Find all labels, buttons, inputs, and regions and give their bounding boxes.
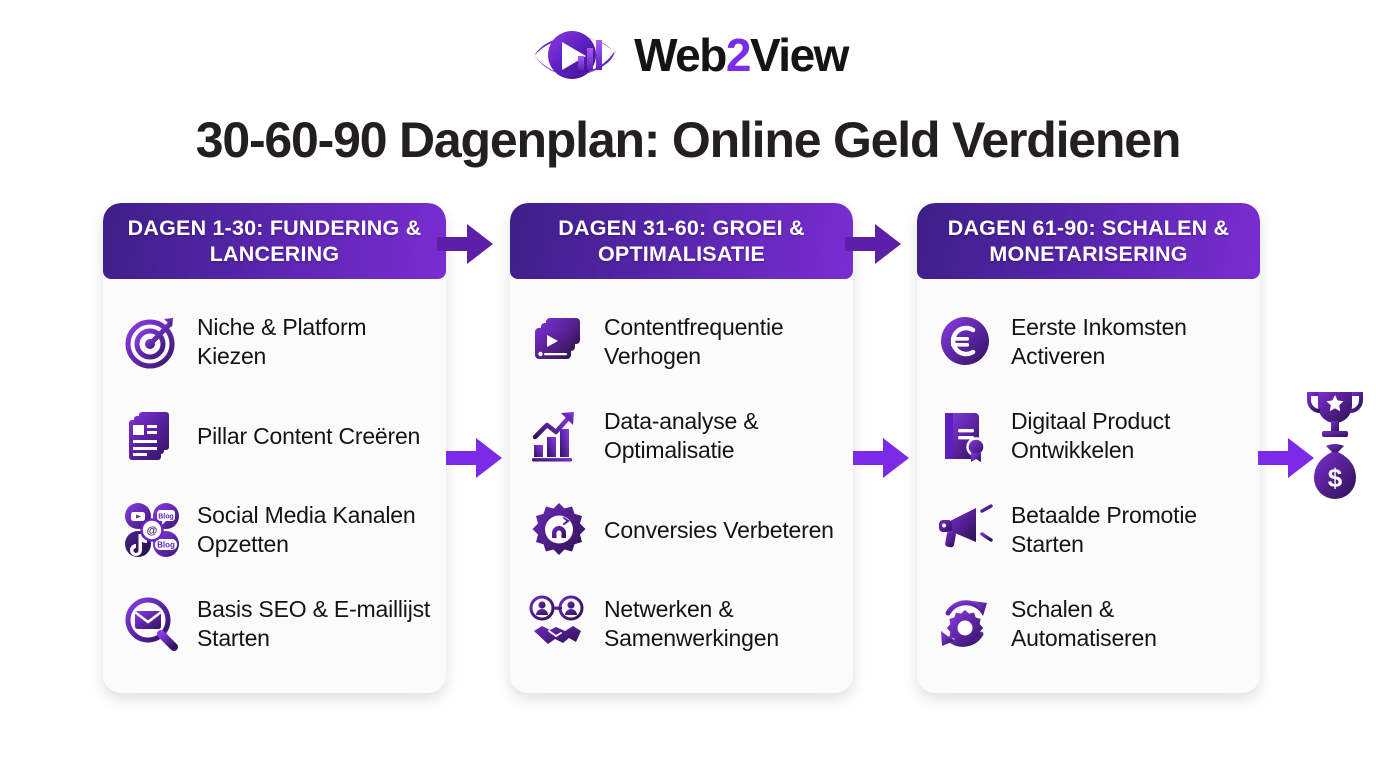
book-badge-icon (935, 405, 997, 467)
arrow-phase1-to-phase2-top-icon (437, 222, 493, 266)
list-item-label: Social Media Kanalen Opzetten (197, 502, 416, 557)
list-item[interactable]: Pillar Content Creëren (121, 389, 432, 483)
brand-wordmark: Web2View (634, 29, 850, 81)
documents-stack-icon (121, 405, 183, 467)
phase-3-items: Eerste Inkomsten Activeren (917, 279, 1260, 671)
list-item[interactable]: Niche & Platform Kiezen (121, 295, 432, 389)
trophy-icon (1307, 392, 1363, 437)
list-item[interactable]: Contentfrequentie Verhogen (528, 295, 839, 389)
list-item[interactable]: Basis SEO & E-maillijst Starten (121, 577, 432, 671)
list-item-label: Basis SEO & E-maillijst Starten (197, 596, 431, 651)
brand-name-part2: View (749, 29, 850, 81)
list-item-label: Niche & Platform Kiezen (197, 314, 367, 369)
list-item-label: Eerste Inkomsten Activeren (1011, 314, 1187, 369)
phase-card-1: DAGEN 1-30: FUNDERING & LANCERING (103, 203, 446, 693)
phase-3-header: DAGEN 61-90: SCHALEN & MONETARISERING (917, 203, 1260, 279)
money-bag-icon: $ (1314, 444, 1356, 499)
eye-play-chart-logo-icon (534, 31, 617, 79)
list-item[interactable]: Betaalde Promotie Starten (935, 483, 1246, 577)
handshake-network-icon (528, 593, 590, 655)
arrow-phase1-to-phase2-mid-icon (446, 436, 502, 480)
envelope-magnifier-icon (121, 593, 183, 655)
svg-text:@: @ (147, 525, 158, 537)
list-item-label: Pillar Content Creëren (197, 422, 421, 449)
phase-card-2: DAGEN 31-60: GROEI & OPTIMALISATIE (510, 203, 853, 693)
list-item-label: Netwerken & Samenwerkingen (604, 596, 779, 651)
svg-text:Blog: Blog (158, 514, 174, 521)
list-item[interactable]: Conversies Verbeteren (528, 483, 839, 577)
list-item-label: Data-analyse & Optimalisatie (604, 408, 759, 463)
gear-scaling-arrows-icon (935, 593, 997, 655)
brand-name-part1: Web (634, 29, 727, 81)
list-item-label: Betaalde Promotie Starten (1011, 502, 1197, 557)
phase-2-items: Contentfrequentie Verhogen (510, 279, 853, 671)
brand-logo: Web2View (0, 26, 1376, 84)
svg-text:Blog: Blog (157, 541, 175, 550)
phases-board: DAGEN 1-30: FUNDERING & LANCERING (0, 203, 1376, 703)
bar-chart-growth-icon (528, 405, 590, 467)
megaphone-icon (935, 499, 997, 561)
list-item-label: Digitaal Product Ontwikkelen (1011, 408, 1171, 463)
arrow-phase2-to-phase3-top-icon (845, 222, 901, 266)
list-item[interactable]: Netwerken & Samenwerkingen (528, 577, 839, 671)
phase-1-header-label: DAGEN 1-30: FUNDERING & LANCERING (127, 215, 422, 266)
list-item[interactable]: Eerste Inkomsten Activeren (935, 295, 1246, 389)
arrow-phase2-to-phase3-mid-icon (853, 436, 909, 480)
list-item-label: Conversies Verbeteren (604, 516, 834, 543)
arrow-phase3-to-goal-icon (1258, 436, 1314, 480)
phase-1-header: DAGEN 1-30: FUNDERING & LANCERING (103, 203, 446, 279)
list-item-label: Contentfrequentie Verhogen (604, 314, 784, 369)
list-item[interactable]: Data-analyse & Optimalisatie (528, 389, 839, 483)
video-stack-icon (528, 311, 590, 373)
phase-card-3: DAGEN 61-90: SCHALEN & MONETARISERING Ee… (917, 203, 1260, 693)
list-item[interactable]: Digitaal Product Ontwikkelen (935, 389, 1246, 483)
trophy-and-money-bag-icon: $ (1307, 392, 1363, 499)
list-item[interactable]: Blog Blog @ Social Media Kanalen Opzette… (121, 483, 432, 577)
page-title: 30-60-90 Dagenplan: Online Geld Verdiene… (195, 112, 1182, 168)
svg-text:$: $ (1328, 463, 1343, 493)
brand-name-accent: 2 (725, 29, 752, 81)
phase-1-items: Niche & Platform Kiezen (103, 279, 446, 671)
phase-2-header: DAGEN 31-60: GROEI & OPTIMALISATIE (510, 203, 853, 279)
euro-coin-icon (935, 311, 997, 373)
social-media-cluster-icon: Blog Blog @ (121, 499, 183, 561)
phase-2-header-label: DAGEN 31-60: GROEI & OPTIMALISATIE (558, 215, 805, 266)
phase-3-header-label: DAGEN 61-90: SCHALEN & MONETARISERING (947, 215, 1230, 266)
goal-icons: $ (1300, 384, 1370, 514)
target-arrow-icon (121, 311, 183, 373)
gear-magnet-icon (528, 499, 590, 561)
list-item-label: Schalen & Automatiseren (1011, 596, 1157, 651)
list-item[interactable]: Schalen & Automatiseren (935, 577, 1246, 671)
